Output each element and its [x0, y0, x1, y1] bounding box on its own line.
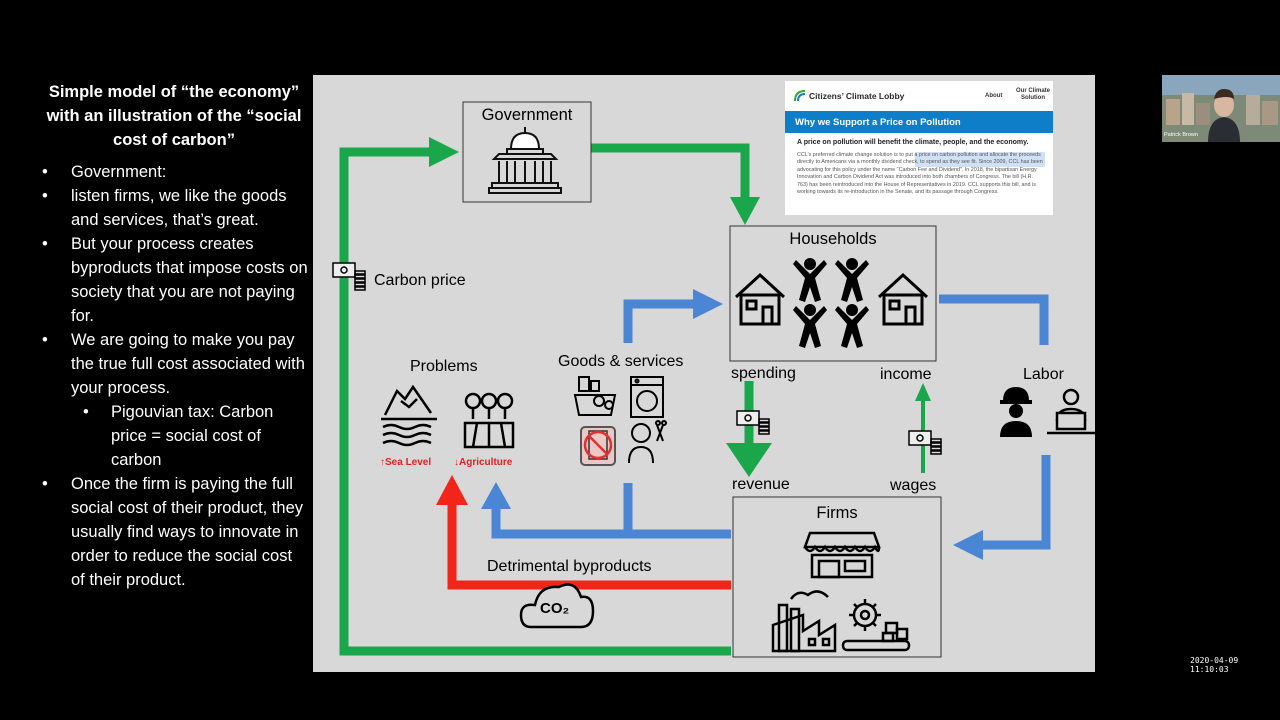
households-label: Households — [789, 230, 877, 248]
bullet-text: We are going to make you pay the true fu… — [71, 331, 305, 397]
people-icon — [793, 258, 869, 348]
iceberg-icon — [381, 384, 437, 447]
ccl-our-solution-link[interactable]: Our Climate Solution — [1015, 88, 1050, 101]
government-box — [462, 101, 592, 203]
co2-label: CO₂ — [540, 600, 570, 617]
slide-text-panel: Simple model of “the economy” with an il… — [38, 80, 310, 592]
blue-firms-problems-arrow — [491, 505, 731, 539]
construction-worker-icon — [1000, 387, 1032, 437]
wages-label: wages — [890, 477, 937, 494]
detrimental-byproducts-label: Detrimental byproducts — [487, 558, 652, 575]
spending-label: spending — [731, 365, 796, 382]
red-arrowhead-problems — [436, 475, 468, 505]
storefront-icon — [803, 531, 881, 579]
computer-worker-icon — [1047, 388, 1095, 435]
ccl-about-link[interactable]: About — [985, 93, 1003, 99]
green-government-households-arrow — [591, 143, 750, 201]
factory-icon — [771, 590, 837, 653]
goods-services-label: Goods & services — [558, 353, 684, 370]
washing-machine-icon — [630, 376, 664, 418]
ccl-logo: Citizens’ Climate Lobby — [809, 91, 905, 101]
hairdresser-icon — [628, 420, 667, 464]
agriculture-label: ↓Agriculture — [454, 457, 513, 468]
bullet-item: We are going to make you pay the true fu… — [38, 328, 310, 472]
economy-diagram: Government Households Firms Labor Goods … — [313, 75, 1095, 672]
ccl-body-text: CCL’s preferred climate change solution … — [797, 152, 1043, 196]
diagram-graphics — [332, 101, 1095, 658]
timestamp: 2020-04-09 11:10:03 — [1190, 656, 1239, 674]
sea-level-label: ↑Sea Level — [380, 457, 432, 468]
agriculture-field-icon — [463, 392, 515, 449]
money-icon — [908, 430, 942, 455]
ccl-logo-icon — [794, 90, 806, 102]
green-carbon-price-arrow — [339, 147, 731, 656]
co2-cloud-icon — [519, 583, 595, 629]
webcam-thumbnail: Patrick Brown — [1162, 75, 1280, 142]
revenue-label: revenue — [732, 476, 790, 493]
groceries-icon — [573, 376, 617, 416]
ccl-page-title: Why we Support a Price on Pollution — [795, 117, 961, 128]
firms-label: Firms — [816, 504, 858, 522]
money-icon — [332, 262, 366, 291]
income-label: income — [880, 366, 932, 383]
bullet-list: Government: listen firms, we like the go… — [38, 160, 310, 592]
slide-title: Simple model of “the economy” with an il… — [46, 83, 302, 149]
problems-label: Problems — [410, 358, 478, 375]
house-icon — [734, 272, 786, 326]
participant-name: Patrick Brown — [1164, 132, 1198, 138]
ccl-header: Citizens’ Climate Lobby About Our Climat… — [785, 81, 1053, 111]
carbon-price-label: Carbon price — [374, 272, 466, 289]
green-arrowhead-income — [915, 383, 931, 401]
red-byproducts-arrow — [447, 503, 731, 590]
bullet-item: Once the firm is paying the full social … — [38, 472, 310, 592]
blue-goods-arrow — [623, 299, 697, 343]
blue-labor-firms-arrow — [979, 455, 1051, 550]
green-arrowhead-revenue — [726, 443, 772, 477]
ccl-webpage-snippet: Citizens’ Climate Lobby About Our Climat… — [785, 81, 1053, 215]
ccl-text-highlight — [915, 152, 1045, 167]
sub-bullet-list: Pigouvian tax: Carbon price = social cos… — [71, 400, 310, 472]
webcam-video-frame — [1162, 75, 1280, 142]
capitol-building-icon — [488, 127, 562, 194]
blue-arrowhead-problems — [481, 482, 511, 509]
bullet-item: But your process creates byproducts that… — [38, 232, 310, 328]
green-arrowhead-households — [730, 197, 760, 225]
no-phone-icon — [580, 426, 616, 466]
gear-conveyor-icon — [841, 599, 911, 652]
money-icon — [736, 410, 770, 435]
blue-arrowhead-households — [693, 289, 723, 319]
sub-bullet-item: Pigouvian tax: Carbon price = social cos… — [71, 400, 310, 472]
blue-arrowhead-firms — [953, 530, 983, 560]
blue-households-labor-arrow — [939, 294, 1049, 345]
ccl-subtitle: A price on pollution will benefit the cl… — [797, 139, 1029, 146]
bullet-item: listen firms, we like the goods and serv… — [38, 184, 310, 232]
house-icon — [877, 272, 929, 326]
green-arrowhead-government — [429, 137, 459, 167]
government-label: Government — [481, 106, 573, 124]
ccl-title-bar: Why we Support a Price on Pollution — [785, 111, 1053, 133]
labor-label: Labor — [1023, 366, 1064, 383]
bullet-item: Government: — [38, 160, 310, 184]
